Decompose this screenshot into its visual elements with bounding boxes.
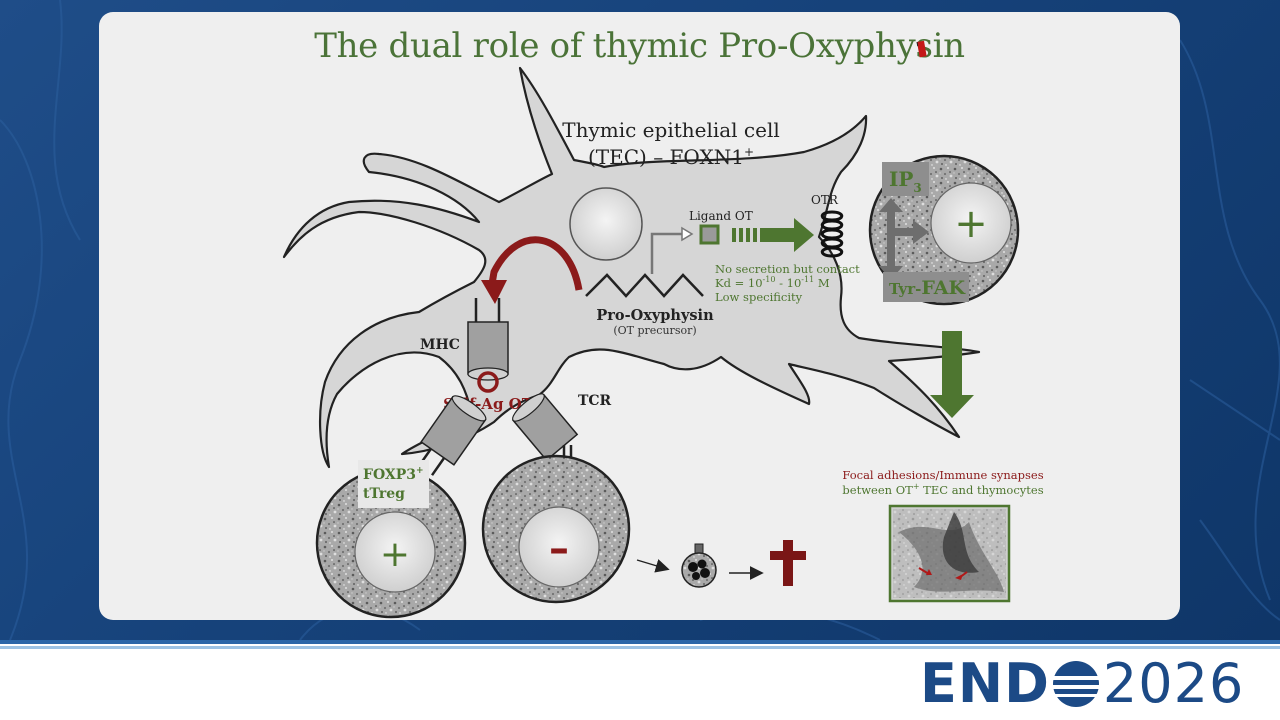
cross-icon [770,540,806,586]
otr-label: OTR [811,193,839,207]
ligand-label: Ligand OT [689,209,753,223]
pro-oxyphysin-zigzag [585,273,704,298]
focal-label-line1: Focal adhesions/Immune synapses [842,468,1043,482]
bent-arrow [650,232,682,274]
target-cell-nucleus [930,182,1012,264]
spring-receptor-icon [820,210,844,258]
left-tcr [417,395,487,476]
ip3-label: IP [889,167,913,191]
negative-nucleus [518,506,600,588]
green-signal-arrow [732,218,814,252]
negative-minus-sign: – [549,526,569,572]
tcr-label: TCR [578,393,612,409]
note-line1: No secretion but contact [715,262,860,276]
foxp3-box [358,460,429,508]
treg-label: tTreg [363,486,405,502]
pointer-icon [916,40,927,58]
endo-logo: END 2026 [920,652,1244,716]
tec-label-line1: Thymic epithelial cell [562,118,780,142]
tec-nucleus [569,187,643,261]
red-curved-arrow [488,236,583,291]
svg-text:IP3: IP3 [889,167,922,195]
slide-title: The dual role of thymic Pro-Oxyphysin [314,26,965,66]
svg-text:(TEC) – FOXN1+: (TEC) – FOXN1+ [588,145,754,169]
target-plus-sign: + [954,201,988,247]
red-arrowhead [481,280,507,304]
arrow-to-apoptosis [636,559,670,573]
svg-text:Tyr-FAK: Tyr-FAK [889,277,966,299]
pro-oxyphysin-sublabel: (OT precursor) [613,324,696,337]
tec-cell-body [282,66,981,469]
tec-label-sup: + [744,145,754,159]
footer-rule-light [0,646,1280,649]
svg-text:Kd = 10-10 - 10-11 M: Kd = 10-10 - 10-11 M [715,275,830,290]
self-ag-ring [477,371,499,393]
svg-text:between OT+ TEC and thymocytes: between OT+ TEC and thymocytes [842,482,1043,497]
foxp3-label: FOXP3 [363,467,416,483]
down-green-arrow [930,331,974,418]
svg-text:FOXP3+: FOXP3+ [363,466,424,483]
tyr-fak-prefix: Tyr- [889,280,921,298]
note-line3: Low specificity [715,290,803,304]
ligand-ot-square [699,224,720,245]
logo-text-end: END [920,652,1050,715]
treg-plus-sign: + [380,534,410,575]
slide-panel: The dual role of thymic Pro-Oxyphysin [99,12,1180,620]
tyr-fak-main: FAK [921,277,966,299]
footer-rule [0,640,1280,644]
micrograph-image [888,504,1011,603]
diagram: Thymic epithelial cell (TEC) – FOXN1+ Li… [282,40,1044,619]
treg-nucleus [354,511,436,593]
tyr-fak-box [883,272,969,302]
apoptotic-cell-icon [681,543,717,588]
note-kd: Kd = 10 [715,276,763,290]
pro-oxyphysin-label: Pro-Oxyphysin [596,307,714,324]
focal-label-line2: between OT [842,483,913,497]
globe-icon [1052,661,1099,707]
mhc-label: MHC [420,337,460,353]
logo-text-year: 2026 [1102,652,1245,715]
right-tcr [512,393,579,462]
ip3-box [882,162,929,196]
tec-label-line2: (TEC) – FOXN1 [588,145,744,169]
